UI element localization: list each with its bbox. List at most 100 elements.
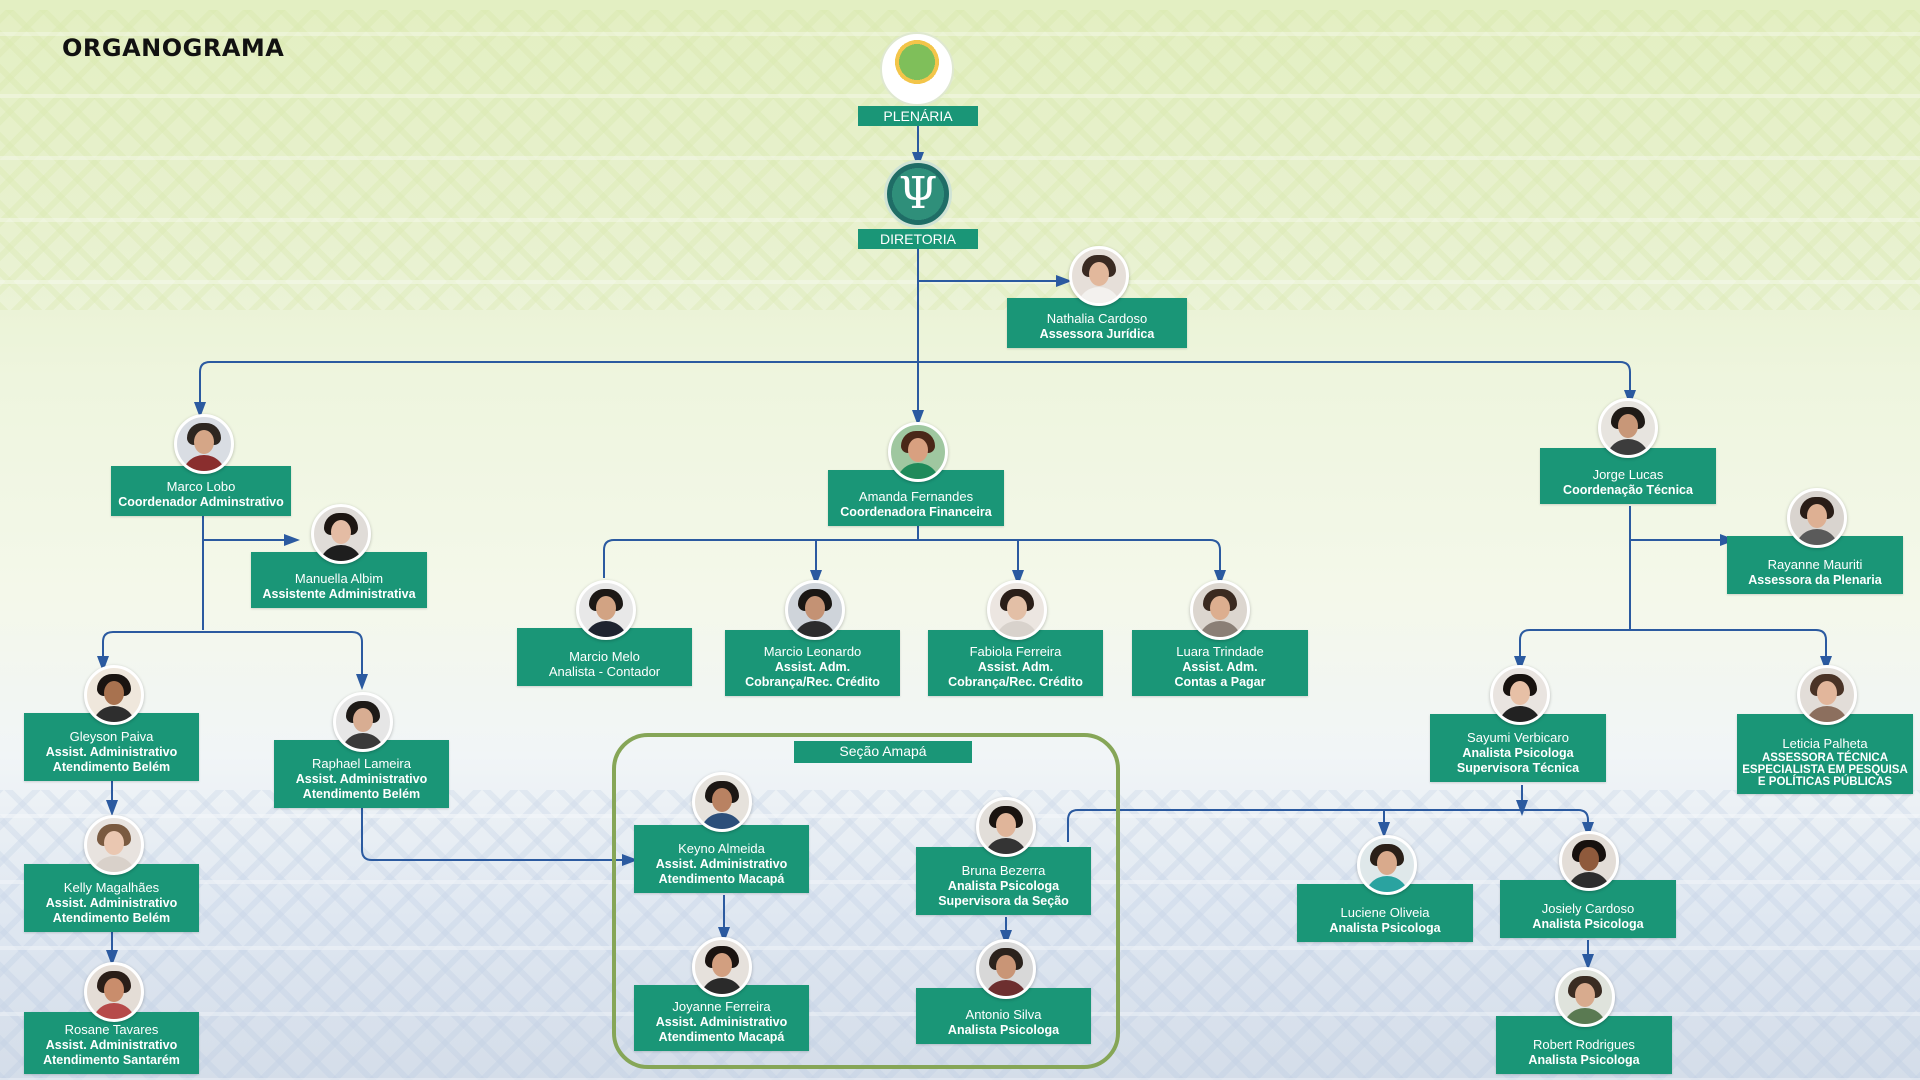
person-role-detail: Atendimento Belém xyxy=(52,760,171,774)
avatar-josiely-cardoso xyxy=(1559,831,1619,891)
psi-symbol-icon: Ψ xyxy=(884,160,952,228)
card-luara-trindade: Luara Trindade Assist. Adm. Contas a Pag… xyxy=(1132,630,1308,696)
person-name: Joyanne Ferreira xyxy=(672,999,771,1015)
avatar-fabiola-ferreira xyxy=(987,580,1047,640)
person-role: Coordenação Técnica xyxy=(1563,483,1693,497)
avatar-luciene-oliveia xyxy=(1357,835,1417,895)
person-role: Assist. Administrativo xyxy=(45,896,178,910)
person-name: Marcio Melo xyxy=(569,648,640,664)
person-role: Assist. Adm. xyxy=(977,660,1054,674)
line-jorge-split xyxy=(1519,629,1832,672)
avatar-manuella-albim xyxy=(311,504,371,564)
line-raphael-keyno xyxy=(361,808,638,866)
person-role: Analista Psicologa xyxy=(947,1023,1060,1037)
avatar-rosane-tavares xyxy=(84,962,144,1022)
avatar-sayumi-verbicaro xyxy=(1490,665,1550,725)
person-role: Assist. Administrativo xyxy=(295,772,428,786)
person-name: Manuella Albim xyxy=(294,571,384,587)
section-amapa-label: Seção Amapá xyxy=(794,741,972,763)
person-name: Fabiola Ferreira xyxy=(969,644,1062,660)
avatar-raphael-lameira xyxy=(333,692,393,752)
line-marco-split xyxy=(102,631,368,690)
avatar-bruna-bezerra xyxy=(976,797,1036,857)
person-role-detail: Atendimento Belém xyxy=(302,787,421,801)
avatar-rayanne-mauriti xyxy=(1787,488,1847,548)
avatar-robert-rodrigues xyxy=(1555,967,1615,1027)
page-title: ORGANOGRAMA xyxy=(62,34,285,62)
person-name: Rayanne Mauriti xyxy=(1767,557,1863,573)
avatar-marcio-melo xyxy=(576,580,636,640)
card-keyno-almeida: Keyno Almeida Assist. Administrativo Ate… xyxy=(634,825,809,893)
person-role: Assist. Adm. xyxy=(1182,660,1258,674)
person-role: Assist. Administrativo xyxy=(45,1038,178,1052)
person-name: Keyno Almeida xyxy=(678,841,765,857)
card-bruna-bezerra: Bruna Bezerra Analista Psicologa Supervi… xyxy=(916,847,1091,915)
avatar-luara-trindade xyxy=(1190,580,1250,640)
person-role: Analista Psicologa xyxy=(1462,746,1574,760)
person-role: Analista - Contador xyxy=(548,664,661,680)
card-kelly-magalhaes: Kelly Magalhães Assist. Administrativo A… xyxy=(24,864,199,932)
person-name: Robert Rodrigues xyxy=(1533,1037,1635,1053)
avatar-amanda-fernandes xyxy=(888,422,948,482)
person-role: Analista Psicologa xyxy=(1329,921,1441,935)
plenaria-label: PLENÁRIA xyxy=(858,106,978,126)
person-role: Analista Psicologa xyxy=(1528,1053,1640,1067)
person-name: Luciene Oliveia xyxy=(1340,905,1430,921)
person-name: Leticia Palheta xyxy=(1782,736,1868,752)
section-amapa-box xyxy=(612,733,1120,1069)
person-name: Bruna Bezerra xyxy=(961,863,1046,879)
person-name: Nathalia Cardoso xyxy=(1046,311,1148,327)
person-role: Analista Psicologa xyxy=(1532,917,1644,931)
person-role: ASSESSORA TÉCNICA xyxy=(1761,751,1889,764)
avatar-marco-lobo xyxy=(174,414,234,474)
card-gleyson-paiva: Gleyson Paiva Assist. Administrativo Ate… xyxy=(24,713,199,781)
avatar-jorge-lucas xyxy=(1598,398,1658,458)
person-name: Antonio Silva xyxy=(965,1007,1042,1023)
line-sayumi-split xyxy=(1067,809,1594,842)
person-role-detail: Cobrança/Rec. Crédito xyxy=(745,675,880,689)
line-main-horizontal xyxy=(199,361,1636,412)
card-josiely-cardoso: Josiely Cardoso Analista Psicologa xyxy=(1500,880,1676,938)
person-name: Josiely Cardoso xyxy=(1541,901,1635,917)
card-joyanne-ferreira: Joyanne Ferreira Assist. Administrativo … xyxy=(634,985,809,1051)
person-role: Assessora da Plenaria xyxy=(1748,573,1882,587)
card-rosane-tavares: Rosane Tavares Assist. Administrativo At… xyxy=(24,1012,199,1074)
person-role: Analista Psicologa xyxy=(947,879,1060,893)
person-role-detail: Supervisora Técnica xyxy=(1456,761,1580,775)
avatar-keyno-almeida xyxy=(692,772,752,832)
decorative-pattern-top xyxy=(0,10,1920,310)
person-role-detail: Atendimento Santarém xyxy=(43,1053,180,1067)
plenaria-logo-icon xyxy=(880,32,954,106)
person-name: Gleyson Paiva xyxy=(69,729,154,745)
card-leticia-palheta: Leticia Palheta ASSESSORA TÉCNICA ESPECI… xyxy=(1737,714,1913,794)
person-name: Kelly Magalhães xyxy=(63,880,160,896)
person-role: Assist. Adm. xyxy=(774,660,851,674)
person-role-detail: Atendimento Macapá xyxy=(658,872,785,886)
card-marco-lobo: Marco Lobo Coordenador Adminstrativo xyxy=(111,466,291,516)
person-name: Amanda Fernandes xyxy=(858,489,974,505)
person-role-detail: Atendimento Belém xyxy=(52,911,171,925)
person-name: Luara Trindade xyxy=(1176,644,1264,660)
person-role: Assist. Administrativo xyxy=(655,1015,788,1029)
line-amanda-split xyxy=(603,539,1226,586)
person-role: Assessora Jurídica xyxy=(1039,327,1155,341)
card-nathalia-cardoso: Nathalia Cardoso Assessora Jurídica xyxy=(1007,298,1187,348)
person-name: Sayumi Verbicaro xyxy=(1467,730,1569,746)
avatar-kelly-magalhaes xyxy=(84,815,144,875)
person-role-detail: ESPECIALISTA EM PESQUISA xyxy=(1742,763,1908,776)
person-name: Jorge Lucas xyxy=(1592,467,1664,483)
person-role-detail: Cobrança/Rec. Crédito xyxy=(948,675,1083,689)
avatar-antonio-silva xyxy=(976,939,1036,999)
person-name: Marcio Leonardo xyxy=(763,644,862,660)
person-role-detail: Supervisora da Seção xyxy=(938,894,1069,908)
avatar-leticia-palheta xyxy=(1797,665,1857,725)
avatar-marcio-leonardo xyxy=(785,580,845,640)
person-role: Assistente Administrativa xyxy=(262,587,416,601)
card-marcio-leonardo: Marcio Leonardo Assist. Adm. Cobrança/Re… xyxy=(725,630,900,696)
card-luciene-oliveia: Luciene Oliveia Analista Psicologa xyxy=(1297,884,1473,942)
avatar-joyanne-ferreira xyxy=(692,937,752,997)
diretoria-label: DIRETORIA xyxy=(858,229,978,249)
card-fabiola-ferreira: Fabiola Ferreira Assist. Adm. Cobrança/R… xyxy=(928,630,1103,696)
